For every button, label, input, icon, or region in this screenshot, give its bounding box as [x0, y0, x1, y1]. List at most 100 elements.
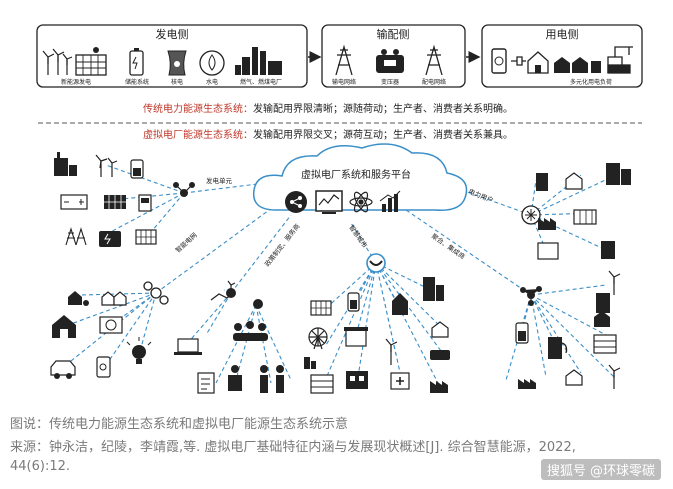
- virtual-text: 发输配用界限交叉；源荷互动；生产者、消费者关系兼具。: [253, 128, 513, 141]
- transmission-tower-icon: [335, 44, 353, 76]
- svg-text:传统电力能源生态系统：发输配用界限清晰；源随荷动；生产者、消: 传统电力能源生态系统：发输配用界限清晰；源随荷动；生产者、消费者关系明确。: [143, 102, 513, 115]
- apartment-building-icon: [536, 163, 631, 191]
- hub-node-aggregator: [520, 286, 542, 306]
- trans-item-label: 变压器: [381, 78, 399, 86]
- office-building-icon: [601, 241, 615, 259]
- consumption-side-box: 用电侧 多元化用电负荷: [481, 24, 643, 88]
- solar-house-icon: [573, 209, 597, 225]
- battery-energy-icon: [99, 231, 121, 247]
- hvac-unit-icon: [99, 316, 123, 334]
- transmission-side-title: 输配侧: [377, 27, 410, 41]
- trans-item-label: 配电网络: [422, 78, 446, 86]
- factory-crane-icon: [607, 46, 633, 74]
- distribution-tower-icon: [425, 44, 443, 76]
- server-icon: [593, 334, 617, 354]
- hub-node-smart-city: [366, 253, 386, 273]
- wind-turbine-icon: [608, 270, 621, 295]
- battery-icon: [515, 322, 529, 344]
- hub-node-generation: [173, 182, 195, 197]
- electric-car-icon: [50, 360, 76, 379]
- factory-icon: [518, 379, 536, 389]
- monitor-analytics-icon: [315, 190, 343, 214]
- vehicle-icon: [430, 350, 450, 360]
- battery-storage-icon: [129, 48, 144, 76]
- hub-node-power-user: [521, 205, 541, 225]
- phone-icon: [491, 48, 507, 74]
- home-car-icon: [68, 291, 89, 306]
- hydro-power-icon: [199, 50, 225, 76]
- atom-icon: [349, 191, 373, 213]
- link-label-smart-city: 智慧城市: [347, 223, 370, 250]
- virtual-system-line: 虚拟电厂能源生态系统：发输配用界限交叉；源荷互动；生产者、消费者关系兼具。: [143, 128, 513, 141]
- watermark: 搜狐号 @环球零碳: [540, 459, 661, 480]
- people-meeting-icon: [233, 321, 268, 341]
- power-plant-icon: [235, 47, 282, 75]
- factory-icon: [54, 152, 77, 176]
- laptop-icon: [174, 338, 202, 355]
- gen-item-label: 新能源发电: [61, 78, 91, 86]
- mall-icon: [346, 371, 368, 389]
- solar-panel-icon: [75, 47, 107, 76]
- solar-panel-icon: [104, 195, 126, 209]
- bar-chart-icon: [379, 190, 401, 212]
- link-label-aggregator: 聚合、集成商: [430, 231, 468, 261]
- wind-turbine-icon: [385, 338, 398, 365]
- shop-icon: [344, 327, 368, 347]
- link-label-smart-grid: 智能电网: [173, 230, 198, 254]
- diagram-svg: 发电侧 新能源发电 储能系统 核电 水电: [36, 24, 643, 394]
- house-solar-icon: [565, 369, 583, 386]
- figure-source: 来源：钟永洁，纪陵，李靖霞,等. 虚拟电厂基础特征内涵与发展现状概述[J]. 综…: [10, 440, 576, 455]
- diagram-figure: 发电侧 新能源发电 储能系统 核电 水电: [6, 5, 667, 410]
- house-icon: [527, 51, 549, 74]
- use-item-label: 多元化用电负荷: [570, 78, 612, 86]
- traditional-system-line: 传统电力能源生态系统：发输配用界限清晰；源随荷动；生产者、消费者关系明确。: [143, 102, 513, 115]
- handshake-people-icon: [260, 365, 284, 393]
- home-plug-icon: [594, 311, 610, 327]
- government-building-icon: [392, 293, 408, 315]
- svg-text:虚拟电厂能源生态系统：发输配用界限交叉；源荷互动；生产者、消: 虚拟电厂能源生态系统：发输配用界限交叉；源荷互动；生产者、消费者关系兼具。: [143, 128, 513, 141]
- battery-icon: [347, 292, 360, 312]
- hub-node-smart-grid: [143, 281, 169, 305]
- factory-icon: [430, 381, 448, 393]
- traditional-label: 传统电力能源生态系统：: [143, 102, 253, 115]
- charging-station-icon: [138, 194, 152, 212]
- home-icon: [52, 315, 76, 338]
- gen-item-label: 储能系统: [125, 78, 149, 86]
- link-label-policy-service: 政策制定、服务商: [262, 221, 301, 268]
- link-label-generation-unit: 发电单元: [206, 176, 233, 185]
- generation-side-title: 发电侧: [156, 27, 189, 41]
- house-icon: [565, 172, 583, 190]
- wind-turbine-icon: [95, 154, 118, 177]
- gen-item-label: 核电: [171, 78, 183, 86]
- transmission-tower-icon: [65, 227, 87, 246]
- transformer-icon: [376, 49, 404, 73]
- house-icon: [431, 321, 449, 338]
- ev-charger-icon: [548, 337, 568, 359]
- office-tower-icon: [596, 293, 610, 313]
- consumption-side-title: 用电侧: [546, 28, 579, 41]
- handshake-wind-icon: [210, 280, 236, 301]
- plug-icon: [511, 56, 526, 66]
- battery-pack-icon: [60, 194, 88, 210]
- skyscraper-icon: [423, 277, 444, 301]
- residential-buildings-icon: [554, 57, 601, 73]
- houses-icon: [101, 291, 127, 306]
- platform-title: 虚拟电厂系统和服务平台: [301, 168, 411, 181]
- virtual-label: 虚拟电厂能源生态系统：: [143, 128, 253, 141]
- city-buildings-icon: [304, 357, 316, 369]
- figure-caption: 图说：传统电力能源生态系统和虚拟电厂能源生态系统示意: [10, 417, 349, 432]
- checklist-icon: [197, 372, 215, 394]
- nuclear-cooling-tower-icon: [167, 50, 187, 76]
- figure-source-continued: 44(6):12.: [10, 459, 71, 474]
- link-label-power-user: 电力用户: [467, 187, 494, 205]
- wind-turbine-icon: [42, 48, 73, 75]
- battery-icon: [130, 159, 144, 179]
- traditional-text: 发输配用界限清晰；源随荷动；生产者、消费者关系明确。: [253, 102, 513, 115]
- solar-panel-icon: [135, 229, 157, 245]
- smartphone-icon: [96, 356, 111, 378]
- wind-turbine-icon: [608, 364, 621, 389]
- solar-panel-icon: [310, 300, 332, 316]
- transmission-side-box: 输配侧 输电网络 变压器 配电网络: [321, 24, 466, 88]
- share-icon: [285, 191, 307, 213]
- factory-icon: [538, 218, 556, 230]
